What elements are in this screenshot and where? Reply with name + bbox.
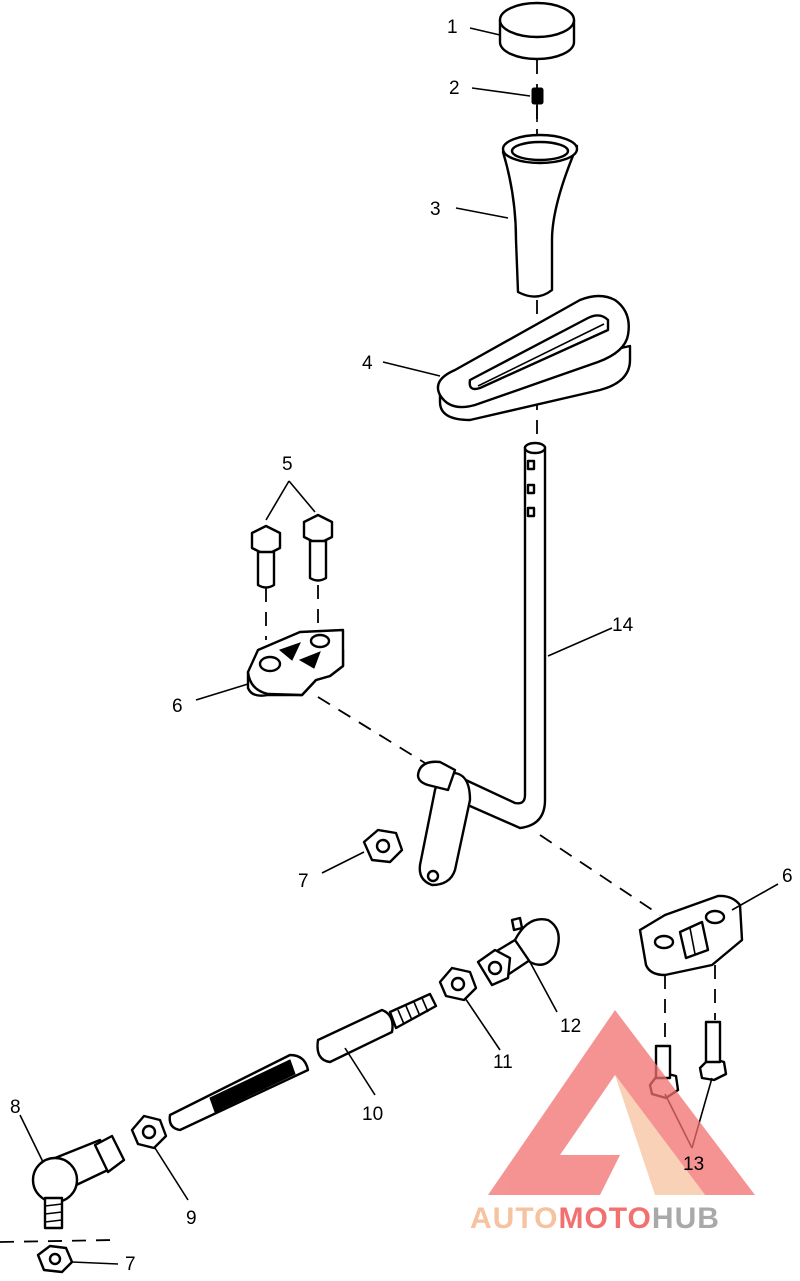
- watermark-triangle-icon: [488, 1010, 755, 1195]
- callout-2: 2: [449, 78, 460, 99]
- jam-nut-lower: [130, 1114, 168, 1150]
- callout-5: 5: [282, 454, 293, 475]
- bolts: [250, 513, 334, 589]
- callout-12: 12: [560, 1016, 581, 1037]
- watermark-text-auto: AUTO: [470, 1202, 558, 1235]
- callout-10: 10: [362, 1104, 383, 1125]
- callout-11: 11: [493, 1052, 513, 1073]
- callout-14: 14: [612, 615, 634, 636]
- ball-joint-lower: [31, 1134, 126, 1230]
- watermark-text-hub: HUB: [652, 1202, 720, 1235]
- callout-8: 8: [10, 1097, 21, 1118]
- callout-7-upper: 7: [298, 871, 309, 892]
- pivot-bracket-upper: [246, 628, 345, 697]
- shift-knob-cap: [498, 1, 576, 61]
- pivot-bracket-lower: [638, 894, 744, 977]
- callout-4: 4: [362, 353, 373, 374]
- callout-6-upper: 6: [172, 696, 183, 717]
- watermark-text-moto: MOTO: [558, 1202, 651, 1235]
- callout-1: 1: [447, 17, 458, 38]
- callout-6-lower: 6: [782, 866, 793, 887]
- svg-text:AUTOMOTOHUB: AUTOMOTOHUB: [470, 1202, 720, 1235]
- callout-9: 9: [186, 1208, 197, 1229]
- callout-labels: 1 2 3 4 5 6 14 7 6 12 11 10 8 9 13 7: [10, 17, 793, 1275]
- set-screw: [531, 87, 544, 122]
- shift-rod: [168, 992, 438, 1132]
- shift-lever: [416, 441, 547, 887]
- nut-lower: [36, 1244, 74, 1274]
- ball-joint-upper: [476, 916, 560, 987]
- shift-boot: [436, 294, 632, 422]
- nut-upper: [362, 828, 404, 864]
- callout-7-lower: 7: [125, 1254, 136, 1275]
- jam-nut-upper: [438, 966, 478, 1002]
- callout-13: 13: [683, 1154, 704, 1175]
- watermark-logo: [488, 1010, 755, 1195]
- callout-3: 3: [430, 199, 441, 220]
- shift-handle: [501, 133, 579, 298]
